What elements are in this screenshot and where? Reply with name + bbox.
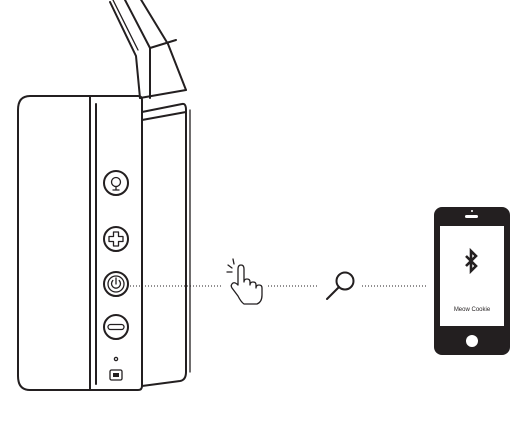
volume-down-button[interactable] [103,314,129,340]
headband [109,0,187,99]
bluetooth-icon [465,247,478,275]
magnifier-icon [326,271,355,300]
status-led [113,356,119,362]
smartphone [434,207,510,355]
paired-device-name: Meow Cookie [453,307,491,313]
power-button[interactable] [103,271,129,297]
ear-cup [89,95,191,391]
voice-assistant-button[interactable] [103,170,129,196]
volume-up-button[interactable] [103,226,129,252]
ear-cushion [17,95,91,391]
hand-pointer-icon [226,258,263,305]
usb-port [109,369,123,381]
